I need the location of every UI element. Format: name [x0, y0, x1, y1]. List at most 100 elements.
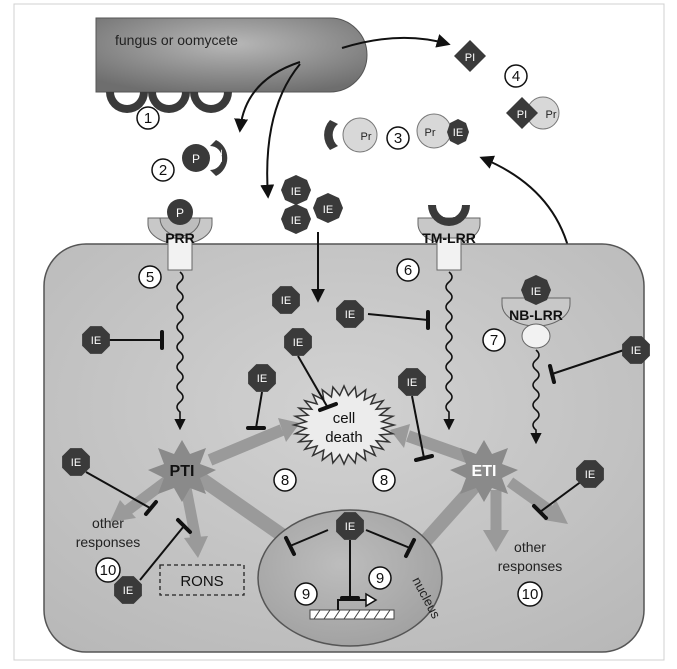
ie-tag: IE [281, 295, 291, 307]
step-4-marker: 4 [504, 64, 528, 88]
step-7-marker: 7 [482, 328, 506, 352]
ie-effector: IE [272, 286, 300, 314]
step-10-marker-left: 10 [95, 557, 121, 583]
cell-death-line2: death [325, 429, 363, 446]
other-responses-left-line2: responses [76, 534, 141, 550]
rons-label: RONS [180, 573, 223, 590]
svg-text:EE: EE [442, 209, 456, 220]
prr-signal-wave [174, 271, 186, 431]
svg-text:IE: IE [291, 215, 301, 227]
inhibition-lines [85, 310, 625, 600]
tm-lrr-label: TM-LRR [422, 230, 476, 246]
tm-lrr-signal-wave [443, 271, 455, 431]
cell-death-burst: cell death [291, 384, 397, 466]
ie-tag: IE [345, 309, 355, 321]
svg-text:IE: IE [453, 127, 463, 139]
svg-text:7: 7 [490, 332, 498, 349]
ie-tag: IE [631, 345, 641, 357]
svg-text:P: P [192, 152, 200, 166]
svg-text:EE: EE [331, 128, 342, 142]
pathogen-label: fungus or oomycete [115, 32, 238, 48]
pti-label: PTI [170, 463, 195, 480]
ie-tag: IE [345, 521, 355, 533]
ie-effector: IE [62, 448, 90, 476]
svg-text:2: 2 [159, 162, 167, 179]
ee-tag: EE [204, 94, 219, 106]
svg-text:P: P [176, 206, 184, 220]
ie-effector: IE [576, 460, 604, 488]
ie-tag: IE [585, 469, 595, 481]
step-6-marker: 6 [396, 258, 420, 282]
svg-text:9: 9 [302, 586, 310, 603]
ie-effector: IE [336, 512, 364, 540]
step-3-marker: 3 [386, 126, 410, 150]
cell-death-line1: cell [333, 410, 356, 427]
ee-tag: EE [162, 94, 177, 106]
ie-effector: IE [248, 364, 276, 392]
step-10-marker-right: 10 [517, 581, 543, 607]
step-9-marker-right: 9 [368, 566, 392, 590]
svg-text:IE: IE [531, 286, 541, 298]
arrow-to-ie-cluster [260, 63, 301, 199]
step-8-marker-left: 8 [273, 468, 297, 492]
svg-text:EE: EE [214, 149, 225, 163]
pathogen-body: fungus or oomycete [95, 17, 368, 93]
arrow-to-pi [341, 34, 451, 49]
nb-lrr-receptor: IE NB-LRR [501, 275, 571, 349]
ie-tag: IE [257, 373, 267, 385]
pi-effector: PI [454, 40, 486, 72]
tm-lrr-receptor: EE TM-LRR [417, 205, 481, 271]
other-responses-right-line2: responses [498, 558, 563, 574]
pr-ie-complex: Pr IE [416, 113, 469, 149]
svg-text:Pr: Pr [361, 131, 372, 143]
step-2-marker: 2 [151, 158, 175, 182]
ee-cups: EE EE EE [106, 92, 232, 113]
ie-tag: IE [71, 457, 81, 469]
svg-text:PI: PI [517, 109, 527, 121]
ie-tag: IE [91, 335, 101, 347]
svg-text:10: 10 [100, 562, 117, 579]
svg-text:IE: IE [291, 186, 301, 198]
nb-lrr-signal-wave [530, 349, 542, 445]
step-9-marker-left: 9 [294, 582, 318, 606]
gene-dna [309, 609, 395, 620]
step-5-marker: 5 [138, 265, 162, 289]
ie-tag: IE [407, 377, 417, 389]
rons-box: RONS [159, 564, 245, 596]
other-responses-left-line1: other [92, 515, 124, 531]
ie-tag: IE [123, 585, 133, 597]
pti-node: PTI [148, 440, 216, 502]
arrow-to-p [234, 61, 301, 133]
svg-text:1: 1 [144, 110, 152, 127]
eti-node: ETI [450, 440, 518, 502]
ie-effector: IE [114, 576, 142, 604]
prr-label: PRR [165, 230, 195, 246]
ie-effector: IE [622, 336, 650, 364]
svg-text:6: 6 [404, 262, 412, 279]
svg-text:3: 3 [394, 130, 402, 147]
svg-text:IE: IE [323, 204, 333, 216]
p-ee-complex: EE P [182, 140, 228, 176]
eti-label: ETI [472, 463, 497, 480]
svg-text:Pr: Pr [425, 127, 436, 139]
ee-tag: EE [120, 94, 135, 106]
ie-cluster: IE IE IE [281, 175, 343, 234]
ee-pr-complex: Pr EE [324, 117, 378, 153]
other-responses-right-line1: other [514, 539, 546, 555]
ie-effector: IE [398, 368, 426, 396]
ie-tag: IE [293, 337, 303, 349]
svg-text:5: 5 [146, 269, 154, 286]
step-8-marker-right: 8 [372, 468, 396, 492]
svg-text:8: 8 [380, 472, 388, 489]
ie-effectors-in-cell: IE IE IE IE IE IE IE IE IE IE IE [62, 286, 650, 604]
ie-effector: IE [336, 300, 364, 328]
svg-text:PI: PI [465, 52, 475, 64]
svg-text:4: 4 [512, 68, 520, 85]
ie-effector: IE [82, 326, 110, 354]
svg-text:10: 10 [522, 586, 539, 603]
nb-lrr-label: NB-LRR [509, 307, 563, 323]
step-1-marker: 1 [136, 106, 160, 130]
svg-text:9: 9 [376, 570, 384, 587]
